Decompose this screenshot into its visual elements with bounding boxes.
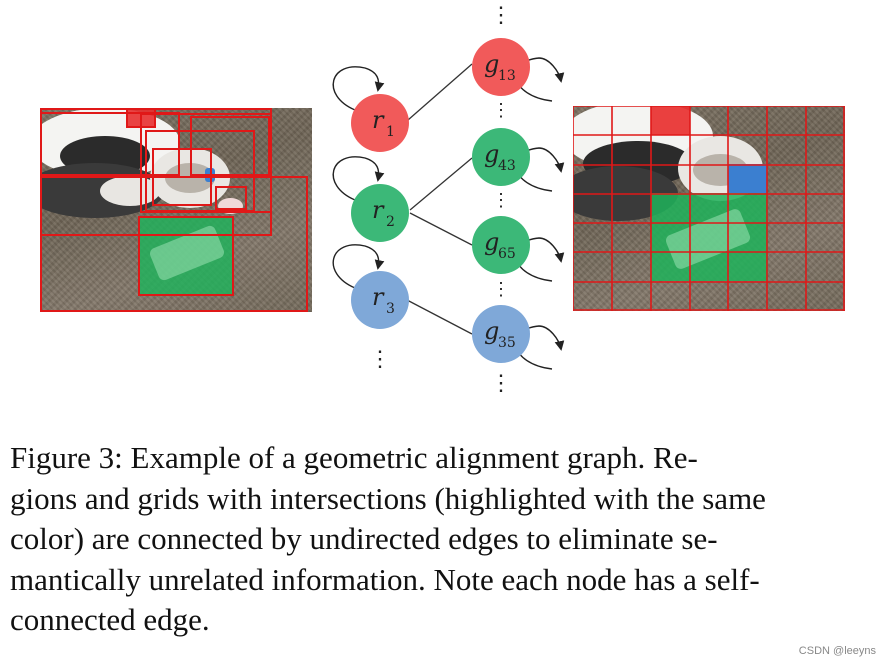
region-proposal-image (40, 108, 312, 312)
region-box (40, 176, 308, 312)
svg-text:1: 1 (386, 124, 395, 140)
self-loop-g65 (515, 237, 565, 282)
region-box (140, 113, 272, 213)
edge-r2-g43 (409, 157, 473, 211)
node-r3: r 3 (351, 271, 409, 329)
svg-text:g: g (484, 50, 499, 78)
node-g35: g 35 (472, 305, 530, 363)
ellipsis-regions: ⋮ (369, 346, 391, 371)
svg-text:2: 2 (386, 214, 395, 230)
edge-r2-g65 (409, 212, 473, 246)
ellipsis-between: ⋮ (492, 279, 510, 299)
svg-text:g: g (484, 228, 499, 256)
ellipsis-between: ⋮ (492, 190, 510, 210)
grid-highlight-red (651, 106, 690, 135)
self-loop-g13 (515, 57, 565, 102)
self-loop-g35 (515, 325, 565, 370)
svg-text:43: 43 (498, 158, 516, 174)
svg-text:r: r (372, 283, 385, 311)
alignment-graph: ⋮ ⋮ ⋮ ⋮ ⋮ ⋮ r 1 r 2 r 3 g 13 g (332, 2, 565, 395)
edge-r1-g13 (407, 63, 473, 121)
self-loop-g43 (515, 147, 565, 192)
self-loop-r2 (332, 156, 385, 201)
node-g13: g 13 (472, 38, 530, 96)
region-box (138, 216, 234, 296)
grid-highlight-green (651, 193, 768, 281)
svg-text:r: r (372, 106, 385, 134)
region-box (40, 112, 180, 176)
caption-line: mantically unrelated information. Note e… (10, 561, 760, 597)
svg-text:g: g (484, 140, 499, 168)
caption-line: Figure 3: Example of a geometric alignme… (10, 440, 698, 475)
node-r2: r 2 (351, 184, 409, 242)
grid-image (573, 106, 845, 311)
region-box (126, 108, 156, 128)
watermark: CSDN @leeyns (798, 645, 876, 657)
ellipsis-top: ⋮ (490, 2, 512, 27)
caption-line: color) are connected by undirected edges… (10, 521, 718, 556)
node-g43: g 43 (472, 128, 530, 186)
caption-line: connected edge. (10, 602, 210, 637)
grid-highlight-blue (728, 164, 767, 193)
edge-r3-g35 (406, 299, 473, 335)
svg-text:g: g (484, 317, 499, 345)
figure-caption: Figure 3: Example of a geometric alignme… (10, 438, 882, 641)
svg-text:65: 65 (498, 246, 516, 262)
region-box (145, 130, 255, 212)
region-highlight-green (138, 216, 234, 296)
svg-text:r: r (372, 196, 385, 224)
grid-overlay (573, 106, 845, 311)
svg-text:13: 13 (498, 68, 516, 84)
self-loop-r1 (332, 66, 385, 111)
ellipsis-bottom: ⋮ (490, 370, 512, 395)
region-box (190, 116, 270, 176)
node-g65: g 65 (472, 216, 530, 274)
svg-text:3: 3 (386, 301, 395, 317)
svg-text:35: 35 (498, 335, 516, 351)
ellipsis-between: ⋮ (492, 100, 510, 120)
region-box (215, 186, 247, 210)
node-r1: r 1 (351, 94, 409, 152)
caption-line: gions and grids with intersections (high… (10, 480, 766, 516)
self-loop-r3 (332, 244, 385, 289)
